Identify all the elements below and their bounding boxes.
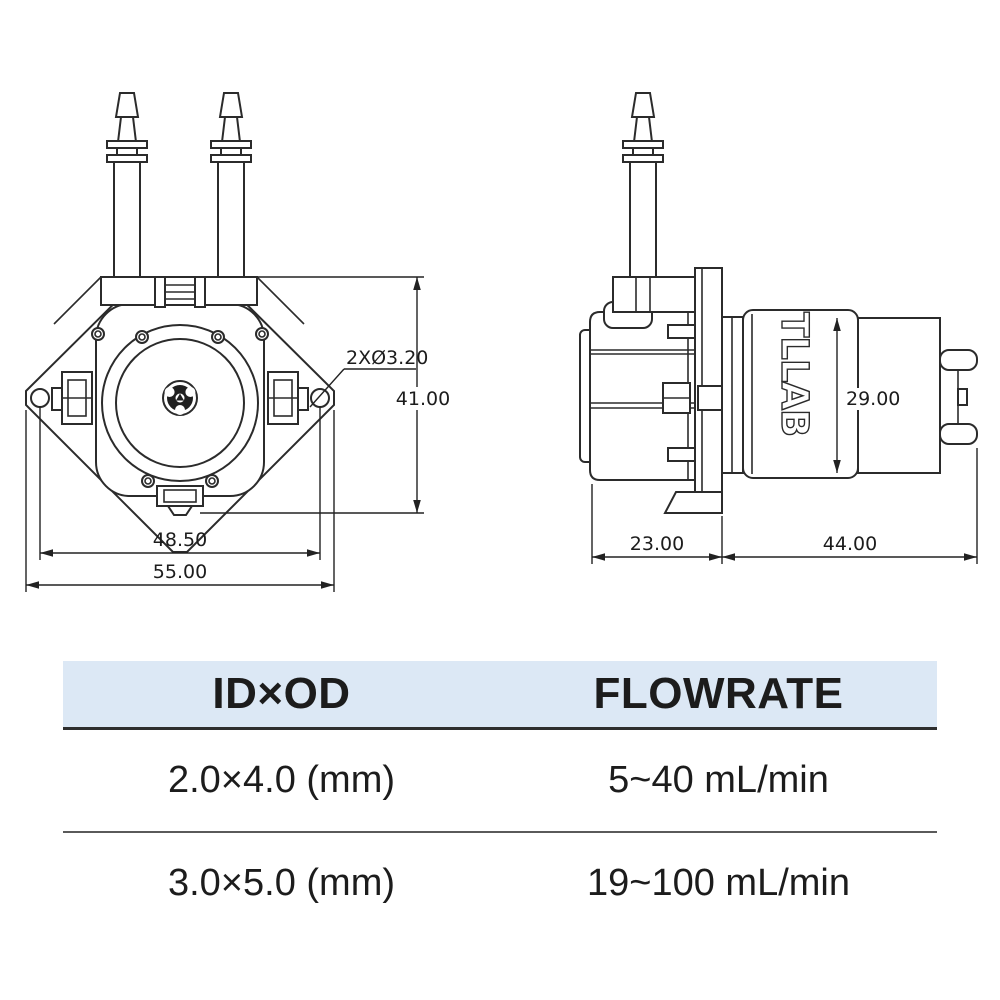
screw-icon (141, 474, 155, 488)
motor-brand-label: TLLAB (773, 312, 816, 436)
mounting-hole-left (30, 388, 50, 408)
under-plate-hook (663, 491, 723, 514)
screw-icon (255, 327, 269, 341)
front-view-dimensions: 41.00 2XØ3.20 48.50 55.00 (25, 276, 450, 592)
dim-head-depth: 23.00 (630, 533, 684, 555)
id-od-value: 2.0×4.0 (mm) (167, 759, 396, 801)
dim-hole-spacing: 48.50 (153, 529, 207, 551)
dim-motor-length: 44.00 (823, 533, 877, 555)
dim-height: 41.00 (396, 388, 450, 410)
tube-fitting-right (210, 92, 252, 278)
cover-wing-right (256, 276, 305, 325)
motor-terminal-bottom (939, 423, 978, 445)
top-cover (100, 276, 258, 306)
side-view-dimensions: 29.00 23.00 44.00 (591, 318, 978, 564)
col-header-id-od: ID×OD (212, 669, 351, 718)
mounting-hole-right (310, 388, 330, 408)
motor-terminal-top (939, 349, 978, 371)
flowrate-value: 19~100 mL/min (587, 862, 850, 904)
id-od-value: 3.0×5.0 (mm) (167, 862, 396, 904)
screw-icon (135, 330, 149, 344)
head-top-block (612, 276, 696, 313)
front-view: 41.00 2XØ3.20 48.50 55.00 (25, 92, 450, 592)
screw-icon (211, 330, 225, 344)
tube-retainer-bracket (154, 276, 206, 308)
latch-hook-bottom (667, 447, 697, 462)
cover-wing-left (53, 276, 102, 325)
row-divider (63, 831, 937, 833)
tube-fitting-left (106, 92, 148, 278)
spec-table-header: ID×OD FLOWRATE (63, 661, 937, 730)
dim-motor-height: 29.00 (846, 388, 900, 410)
latch-hook-top (667, 324, 697, 339)
latch-right (267, 371, 309, 425)
latch-left (51, 371, 93, 425)
table-row: 3.0×5.0 (mm) 19~100 mL/min (63, 833, 937, 934)
flowrate-value: 5~40 mL/min (608, 759, 829, 801)
technical-drawing: 41.00 2XØ3.20 48.50 55.00 (25, 92, 978, 592)
bottom-clip (156, 485, 204, 516)
spec-table: ID×OD FLOWRATE 2.0×4.0 (mm) 5~40 mL/min … (63, 661, 937, 934)
screw-icon (91, 327, 105, 341)
plate-notch (697, 385, 723, 411)
screw-icon (205, 474, 219, 488)
terminal-notch (957, 388, 968, 406)
dim-width: 55.00 (153, 561, 207, 583)
col-header-flowrate: FLOWRATE (593, 669, 844, 718)
dim-hole-callout: 2XØ3.20 (346, 347, 428, 369)
rotor-hub (162, 380, 198, 416)
table-row: 2.0×4.0 (mm) 5~40 mL/min (63, 730, 937, 831)
tube-fitting-side (622, 92, 664, 278)
side-view: TLLAB 29.00 23.00 44.00 (579, 92, 978, 564)
